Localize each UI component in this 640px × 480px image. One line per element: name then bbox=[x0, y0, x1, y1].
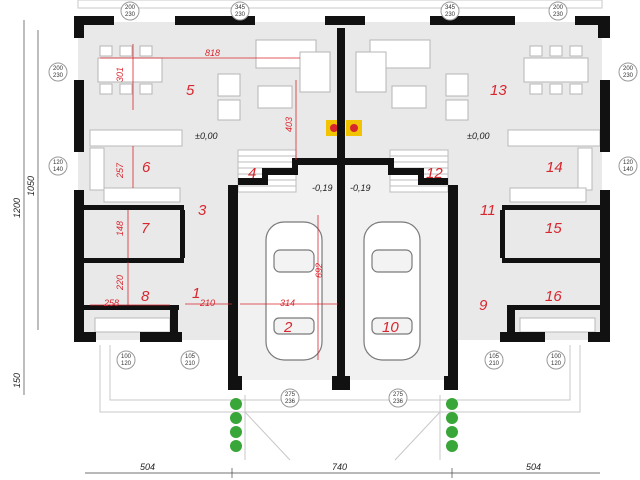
room-4: 4 bbox=[248, 165, 256, 182]
svg-text:140: 140 bbox=[623, 167, 634, 173]
svg-text:236: 236 bbox=[285, 399, 296, 405]
level-ground-left: ±0,00 bbox=[195, 131, 217, 141]
level-garage-right: -0,19 bbox=[350, 183, 371, 193]
svg-text:100: 100 bbox=[551, 354, 562, 360]
room-14: 14 bbox=[546, 159, 563, 176]
svg-text:120: 120 bbox=[551, 361, 562, 367]
svg-text:120: 120 bbox=[623, 160, 634, 166]
svg-text:210: 210 bbox=[489, 361, 500, 367]
room-7: 7 bbox=[141, 220, 150, 237]
outer-dim-504-right: 504 bbox=[526, 462, 541, 472]
dim-257: 257 bbox=[115, 162, 125, 179]
dim-403: 403 bbox=[284, 117, 294, 132]
svg-text:230: 230 bbox=[553, 12, 564, 18]
walls bbox=[74, 16, 610, 390]
svg-text:200: 200 bbox=[53, 66, 64, 72]
dim-818: 818 bbox=[205, 48, 220, 58]
room-13: 13 bbox=[490, 82, 507, 99]
svg-text:275: 275 bbox=[285, 392, 296, 398]
dim-148: 148 bbox=[115, 221, 125, 236]
room-2: 2 bbox=[283, 319, 293, 336]
outer-dimension-lines bbox=[23, 20, 600, 478]
dim-314: 314 bbox=[280, 298, 295, 308]
svg-text:200: 200 bbox=[125, 5, 136, 11]
room-8: 8 bbox=[141, 288, 150, 305]
living-furniture bbox=[217, 39, 469, 121]
room-1: 1 bbox=[192, 285, 200, 302]
room-numbers: 1 2 3 4 5 6 7 8 9 10 11 12 13 14 15 16 bbox=[141, 82, 563, 336]
car-left bbox=[265, 221, 323, 361]
svg-text:275: 275 bbox=[393, 392, 404, 398]
svg-text:230: 230 bbox=[125, 12, 136, 18]
svg-text:230: 230 bbox=[53, 73, 64, 79]
room-5: 5 bbox=[186, 82, 195, 99]
dim-692: 692 bbox=[314, 263, 324, 278]
room-16: 16 bbox=[545, 288, 562, 305]
dining-table-right bbox=[523, 45, 589, 95]
svg-text:210: 210 bbox=[185, 361, 196, 367]
svg-text:230: 230 bbox=[445, 12, 456, 18]
room-15: 15 bbox=[545, 220, 562, 237]
tree-row-right bbox=[446, 398, 458, 452]
svg-text:230: 230 bbox=[235, 12, 246, 18]
outer-dim-740: 740 bbox=[332, 462, 347, 472]
svg-text:120: 120 bbox=[53, 160, 64, 166]
room-10: 10 bbox=[382, 319, 399, 336]
svg-text:100: 100 bbox=[121, 354, 132, 360]
level-ground-right: ±0,00 bbox=[467, 131, 489, 141]
svg-text:140: 140 bbox=[53, 167, 64, 173]
outer-dim-150: 150 bbox=[12, 373, 22, 388]
outer-dim-1050: 1050 bbox=[26, 176, 36, 196]
level-garage-left: -0,19 bbox=[312, 183, 333, 193]
dimension-lines bbox=[90, 44, 338, 360]
outer-dim-1200: 1200 bbox=[12, 198, 22, 218]
room-12: 12 bbox=[426, 165, 443, 182]
svg-text:200: 200 bbox=[553, 5, 564, 11]
dim-258: 258 bbox=[103, 298, 119, 308]
kitchen-fixtures bbox=[89, 129, 601, 333]
site-outline bbox=[77, 0, 603, 461]
svg-text:200: 200 bbox=[623, 66, 634, 72]
svg-text:345: 345 bbox=[445, 5, 456, 11]
room-9: 9 bbox=[479, 297, 488, 314]
svg-text:105: 105 bbox=[185, 354, 196, 360]
outer-dim-504-left: 504 bbox=[140, 462, 155, 472]
tree-row-left bbox=[230, 398, 242, 452]
svg-text:345: 345 bbox=[235, 5, 246, 11]
level-marks: ±0,00 ±0,00 -0,19 -0,19 bbox=[195, 131, 489, 193]
room-3: 3 bbox=[198, 202, 207, 219]
svg-text:230: 230 bbox=[623, 73, 634, 79]
dim-210: 210 bbox=[199, 298, 215, 308]
dim-220: 220 bbox=[115, 275, 125, 291]
car-right bbox=[363, 221, 421, 361]
svg-text:236: 236 bbox=[393, 399, 404, 405]
svg-text:120: 120 bbox=[121, 361, 132, 367]
dining-table-left bbox=[97, 45, 163, 95]
room-11: 11 bbox=[480, 202, 496, 219]
svg-text:105: 105 bbox=[489, 354, 500, 360]
outer-dimensions: 504 740 504 1200 1050 150 bbox=[12, 176, 541, 472]
dim-301: 301 bbox=[115, 67, 125, 82]
internal-dimensions: 818 301 403 257 148 220 258 210 314 692 bbox=[103, 48, 324, 308]
room-6: 6 bbox=[142, 159, 151, 176]
